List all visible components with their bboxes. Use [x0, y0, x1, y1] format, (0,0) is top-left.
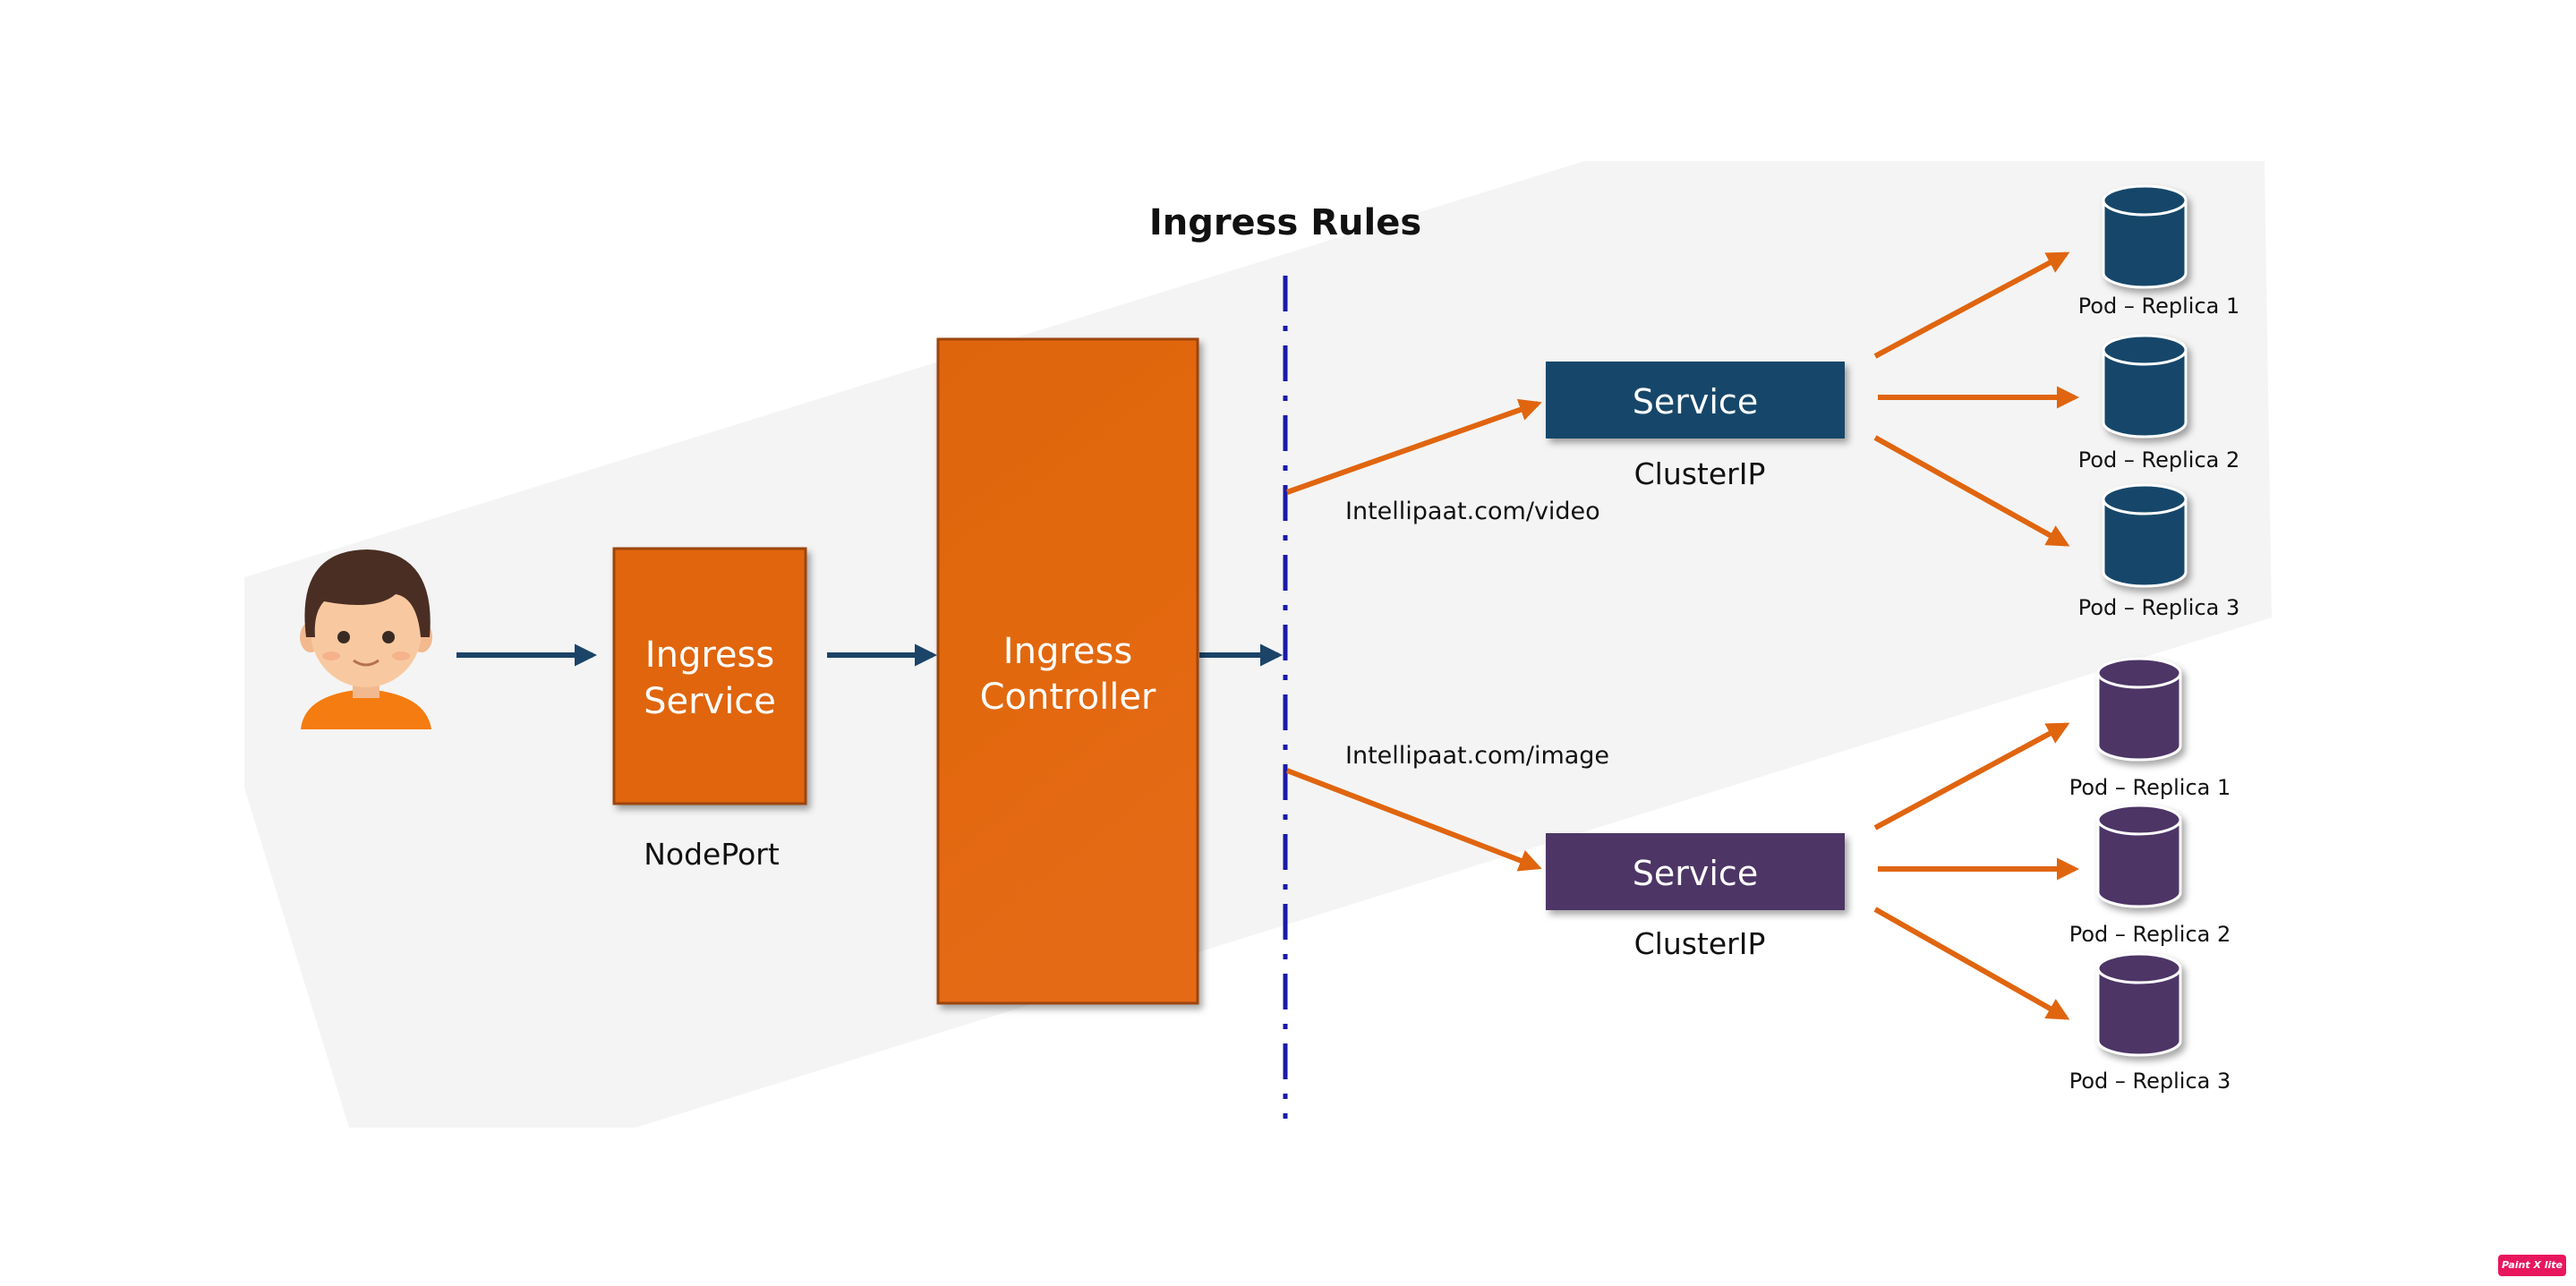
video-to-pod1-arrow: [1873, 251, 2070, 359]
pod-database-icon: [2102, 483, 2188, 588]
image-clusterip-label: ClusterIP: [1634, 926, 1766, 961]
video-pod-label-2: Pod – Replica 2: [2078, 447, 2240, 473]
image-to-pod3-arrow: [1873, 907, 2070, 1020]
image-service-box: Service: [1546, 833, 1845, 910]
pod-database-icon: [2096, 804, 2182, 908]
image-pod-label-1: Pod – Replica 1: [2069, 775, 2231, 800]
route-image-path: Intellipaat.com/image: [1345, 742, 1609, 770]
ingress-controller-box: Ingress Controller: [936, 337, 1199, 1005]
video-clusterip-label: ClusterIP: [1634, 456, 1766, 491]
image-to-pod1-arrow: [1873, 722, 2070, 830]
ingress-service-label-line2: Service: [644, 681, 776, 722]
image-pod-label-2: Pod – Replica 2: [2069, 922, 2231, 947]
ingress-controller-label-line2: Controller: [980, 677, 1156, 718]
nodeport-label: NodePort: [644, 837, 780, 872]
ingress-rules-title: Ingress Rules: [1149, 202, 1421, 243]
route-video-path: Intellipaat.com/video: [1345, 498, 1600, 525]
pod-database-icon: [2102, 334, 2188, 439]
video-service-label: Service: [1633, 382, 1758, 422]
image-service-label: Service: [1633, 854, 1758, 893]
ingress-service-box: Ingress Service: [612, 547, 807, 805]
ingress-service-label-line1: Ingress: [645, 634, 774, 676]
pod-database-icon: [2096, 952, 2182, 1057]
user-avatar-icon: [300, 549, 432, 729]
route-video-arrow: [1285, 398, 1542, 495]
video-pod-label-3: Pod – Replica 3: [2078, 595, 2240, 620]
route-image-arrow: [1285, 768, 1542, 872]
paint-x-lite-watermark: Paint X lite: [2498, 1255, 2566, 1276]
ingress-controller-label-line1: Ingress: [1003, 631, 1132, 672]
pod-database-icon: [2096, 657, 2182, 762]
video-service-box: Service: [1546, 362, 1845, 439]
image-pod-label-3: Pod – Replica 3: [2069, 1069, 2231, 1094]
video-pod-label-1: Pod – Replica 1: [2078, 294, 2240, 319]
pod-database-icon: [2102, 184, 2188, 289]
video-to-pod3-arrow: [1873, 435, 2070, 547]
